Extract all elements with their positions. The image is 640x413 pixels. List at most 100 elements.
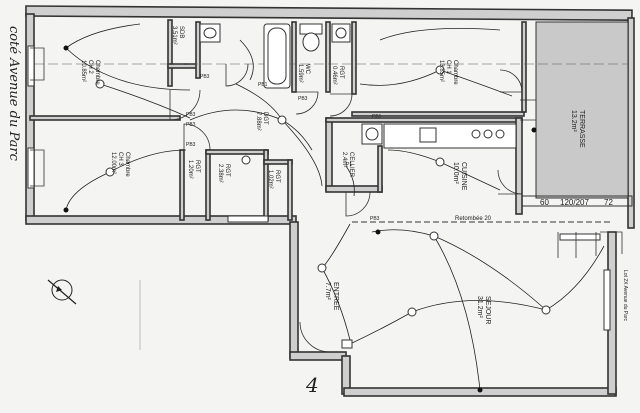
label-chambre-ch2: Chambre CH 2 10.85m² — [80, 60, 100, 85]
kitchen-fixtures — [361, 123, 517, 149]
elec-ch1-a — [379, 27, 501, 41]
elec-dgt-c — [189, 109, 283, 121]
radiator-ch3 — [27, 147, 35, 189]
wall-bottom-left — [25, 215, 297, 225]
svg-text:DGT: DGT — [262, 112, 268, 125]
svg-text:RGT: RGT — [274, 170, 280, 183]
label-rgt-c: RGT 1.02m² — [267, 170, 280, 189]
tag: PB3 — [186, 142, 196, 148]
ceiling-light-ch3 — [105, 167, 115, 177]
label-cuisine: CUISINE 10.0m² — [452, 162, 467, 191]
elec-ch2-a — [65, 47, 191, 91]
door-cellier — [345, 191, 371, 217]
elec-dgt-d — [281, 119, 323, 187]
door-ch3 — [183, 123, 211, 151]
wall-kitchen-right — [515, 117, 523, 215]
svg-text:10.85m²: 10.85m² — [80, 60, 86, 82]
ceiling-light-sejour-a — [429, 231, 439, 241]
light-point — [63, 45, 69, 51]
wall-ch1-right — [521, 21, 527, 113]
light-point — [375, 229, 381, 235]
svg-text:13.2m²: 13.2m² — [570, 110, 577, 132]
tag: PB3 — [186, 122, 196, 128]
wall-wc-left — [291, 21, 297, 93]
tag: PB1 — [372, 114, 382, 120]
label-terrasse: TERRASSE 13.2m² — [570, 110, 585, 148]
dim-120-207: 120/207 — [560, 198, 589, 207]
door-sdb — [225, 63, 249, 87]
elec-ch1-b — [359, 69, 441, 86]
label-cellier: CELLIER 2.4m² — [341, 152, 354, 178]
svg-text:31.2m²: 31.2m² — [476, 296, 483, 318]
ceiling-light-sejour-c — [541, 305, 551, 315]
door-rgt-top — [329, 93, 353, 117]
svg-text:1.02m²: 1.02m² — [267, 170, 273, 189]
label-wc: WC 1.59m² — [297, 64, 310, 83]
hob-3 — [495, 129, 505, 139]
radiators — [27, 45, 611, 331]
doors — [30, 47, 623, 353]
north-arrow-icon — [47, 279, 77, 305]
label-rgt-top: RGT 0.46m² — [331, 66, 344, 85]
ceiling-light-dgt — [277, 115, 287, 125]
tag: P1 — [346, 162, 352, 168]
wall-rgt-a-right — [205, 149, 211, 221]
svg-text:3.51m²: 3.51m² — [171, 26, 177, 45]
elec-kitchen-b — [439, 161, 501, 191]
ceiling-light-ch1 — [435, 65, 445, 75]
wall-step — [289, 221, 299, 359]
plan-tags: PB3 PB3 PB3 PB3 PB3 PB1 PB1 P1 PB3 — [186, 74, 382, 222]
svg-text:Chambre: Chambre — [94, 60, 100, 85]
wc-bowl — [302, 32, 320, 52]
elec-kitchen-a — [387, 149, 441, 163]
light-point — [531, 127, 537, 133]
tag: PB1 — [258, 82, 268, 88]
hob-2 — [483, 129, 493, 139]
retombee-label: Retombée 20 — [455, 216, 492, 222]
svg-text:SEJOUR: SEJOUR — [484, 296, 491, 324]
kitchen-sink — [419, 127, 437, 143]
wall-rgt-right — [351, 21, 357, 95]
svg-text:12.00m²: 12.00m² — [110, 152, 116, 174]
svg-text:1.59m²: 1.59m² — [297, 64, 303, 83]
elec-ch3-a — [65, 171, 111, 211]
street-label: coté Avenue du Parc — [6, 26, 21, 162]
elec-ch1-c — [439, 69, 513, 97]
label-rgt-a: RGT 1.20m² — [187, 160, 200, 179]
elec-entree-a — [321, 223, 351, 269]
hob-1 — [471, 129, 481, 139]
window-ch2 — [30, 47, 45, 81]
radiator-dgt — [227, 215, 269, 223]
door-wc — [295, 91, 319, 115]
svg-text:RGT: RGT — [194, 160, 200, 173]
wall-sdb-bottom — [167, 63, 199, 69]
elec-sejour-b — [433, 235, 481, 391]
ceiling-light-rgt — [241, 155, 251, 165]
sink-bowl — [203, 27, 217, 39]
elec-ch2-c — [99, 83, 191, 119]
svg-text:Chambre: Chambre — [124, 152, 130, 177]
svg-text:RGT: RGT — [224, 164, 230, 177]
svg-text:13.85m²: 13.85m² — [438, 60, 444, 82]
door-cuisine — [497, 169, 523, 195]
terrace-area — [535, 21, 629, 199]
label-dgt: DGT 7.88m² — [255, 112, 268, 131]
label-sdb: SDB 3.51m² — [171, 26, 184, 45]
label-chambre-ch1: Chambre CH 1 13.85m² — [438, 60, 458, 85]
ceiling-light-cuisine — [435, 157, 445, 167]
radiator-sejour-right — [603, 269, 611, 331]
washer — [335, 27, 347, 39]
svg-text:1.20m²: 1.20m² — [187, 160, 193, 179]
light-points — [63, 45, 551, 393]
wall-rgt-c-right — [287, 159, 293, 221]
svg-text:2.38m²: 2.38m² — [217, 164, 223, 183]
tag: PB3 — [370, 216, 380, 222]
radiator-ch2 — [27, 45, 35, 87]
water-heater-disc — [365, 127, 379, 141]
wall-sdb-right — [195, 21, 201, 79]
tag: PB3 — [186, 112, 196, 118]
svg-text:10.0m²: 10.0m² — [452, 162, 459, 184]
svg-text:CELLIER: CELLIER — [348, 152, 354, 178]
label-rgt-b: RGT 2.38m² — [217, 164, 230, 183]
